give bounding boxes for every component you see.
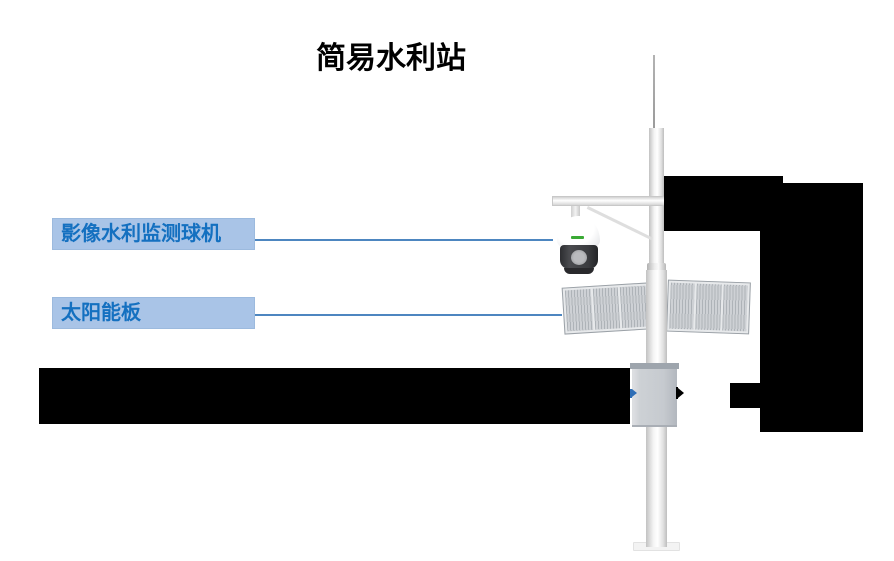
ptz-dome-camera-icon	[557, 216, 600, 250]
redaction-block-right-extension	[760, 231, 784, 432]
solar-cell	[695, 283, 722, 331]
camera-lens-icon	[571, 250, 587, 265]
camera-brand-mark	[571, 236, 584, 239]
camera-bottom-cap	[564, 268, 594, 274]
cabinet-left-arrow-icon	[630, 389, 632, 398]
label-camera-text: 影像水利监测球机	[61, 223, 221, 245]
solar-cell	[669, 282, 696, 330]
solar-cell	[592, 287, 621, 330]
label-camera-box: 影像水利监测球机	[52, 218, 255, 250]
camera-label-connector-line	[255, 239, 553, 241]
solar-cell	[620, 285, 649, 329]
redaction-block-left	[39, 368, 630, 424]
solar-panel-right-icon	[666, 279, 751, 335]
cabinet-left-arrowhead-icon	[632, 389, 637, 397]
solar-cell	[721, 284, 748, 332]
redaction-block-right-column	[783, 183, 863, 432]
solar-label-connector-line	[255, 314, 562, 316]
label-solar-box: 太阳能板	[52, 297, 255, 329]
redaction-block-right-tongue	[730, 383, 761, 408]
equipment-cabinet-lid	[630, 363, 679, 369]
pole-joint-collar	[647, 263, 666, 272]
equipment-cabinet-icon	[632, 369, 677, 427]
solar-panel-left-icon	[561, 282, 652, 335]
camera-mount-arm	[552, 196, 665, 206]
cabinet-right-arrow-icon	[676, 387, 678, 399]
solar-cell	[564, 288, 593, 332]
label-solar-text: 太阳能板	[61, 302, 141, 324]
camera-mount-stem	[571, 206, 580, 219]
cabinet-right-arrowhead-icon	[678, 388, 684, 398]
redaction-block-top-right	[664, 176, 783, 231]
page-title: 简易水利站	[316, 42, 466, 75]
antenna-icon	[653, 55, 655, 130]
